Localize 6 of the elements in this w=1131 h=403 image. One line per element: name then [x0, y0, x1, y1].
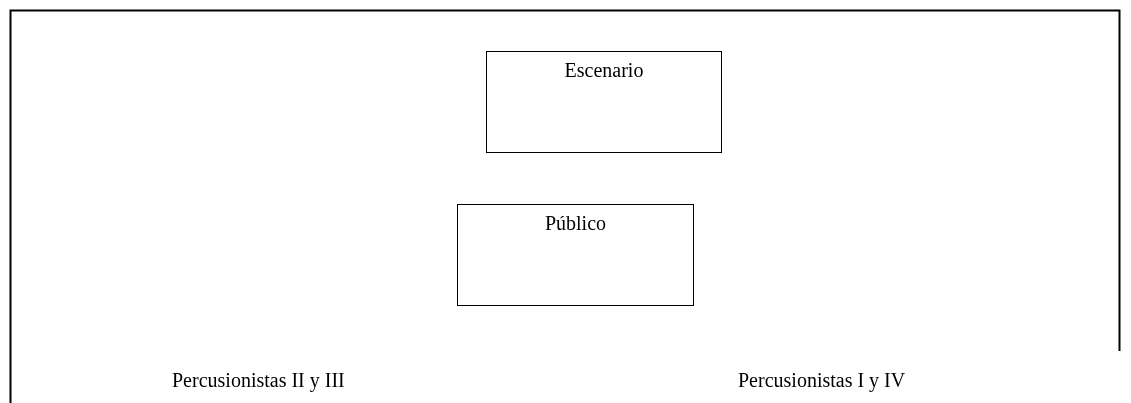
position-label: Percusionistas II y III — [172, 368, 345, 392]
position-label: Percusionistas I y IV — [738, 368, 906, 392]
area-box — [486, 51, 722, 153]
area-label: Escenario — [564, 58, 644, 82]
area-label: Público — [544, 211, 607, 235]
area-box — [457, 204, 694, 306]
